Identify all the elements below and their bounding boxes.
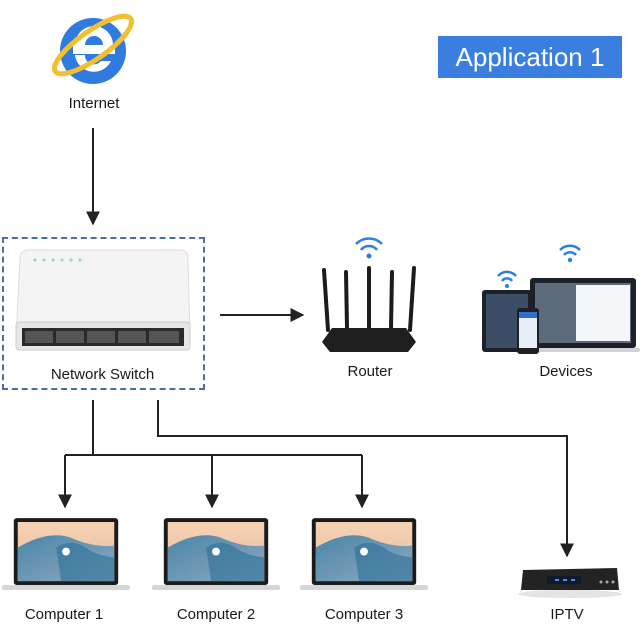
devices-label: Devices [539, 363, 593, 380]
computer-1-label: Computer 1 [24, 606, 104, 623]
wifi-icon [355, 237, 383, 251]
internet-explorer-icon [51, 13, 135, 84]
wifi-router-icon [322, 237, 416, 352]
router-label: Router [347, 363, 393, 380]
internet-label: Internet [68, 95, 120, 112]
set-top-box-icon [518, 568, 622, 598]
laptop-icon [300, 518, 428, 590]
laptop-icon [2, 518, 130, 590]
network-switch-group [2, 237, 205, 390]
network-switch-label: Network Switch [50, 366, 155, 383]
laptop-icon [152, 518, 280, 590]
title-badge: Application 1 [438, 36, 622, 78]
devices-icon [482, 244, 640, 354]
network-switch-icon [15, 249, 191, 351]
edge-switch-iptv [157, 400, 574, 558]
computer-2-label: Computer 2 [176, 606, 256, 623]
computer-3-label: Computer 3 [324, 606, 404, 623]
iptv-label: IPTV [550, 606, 584, 623]
